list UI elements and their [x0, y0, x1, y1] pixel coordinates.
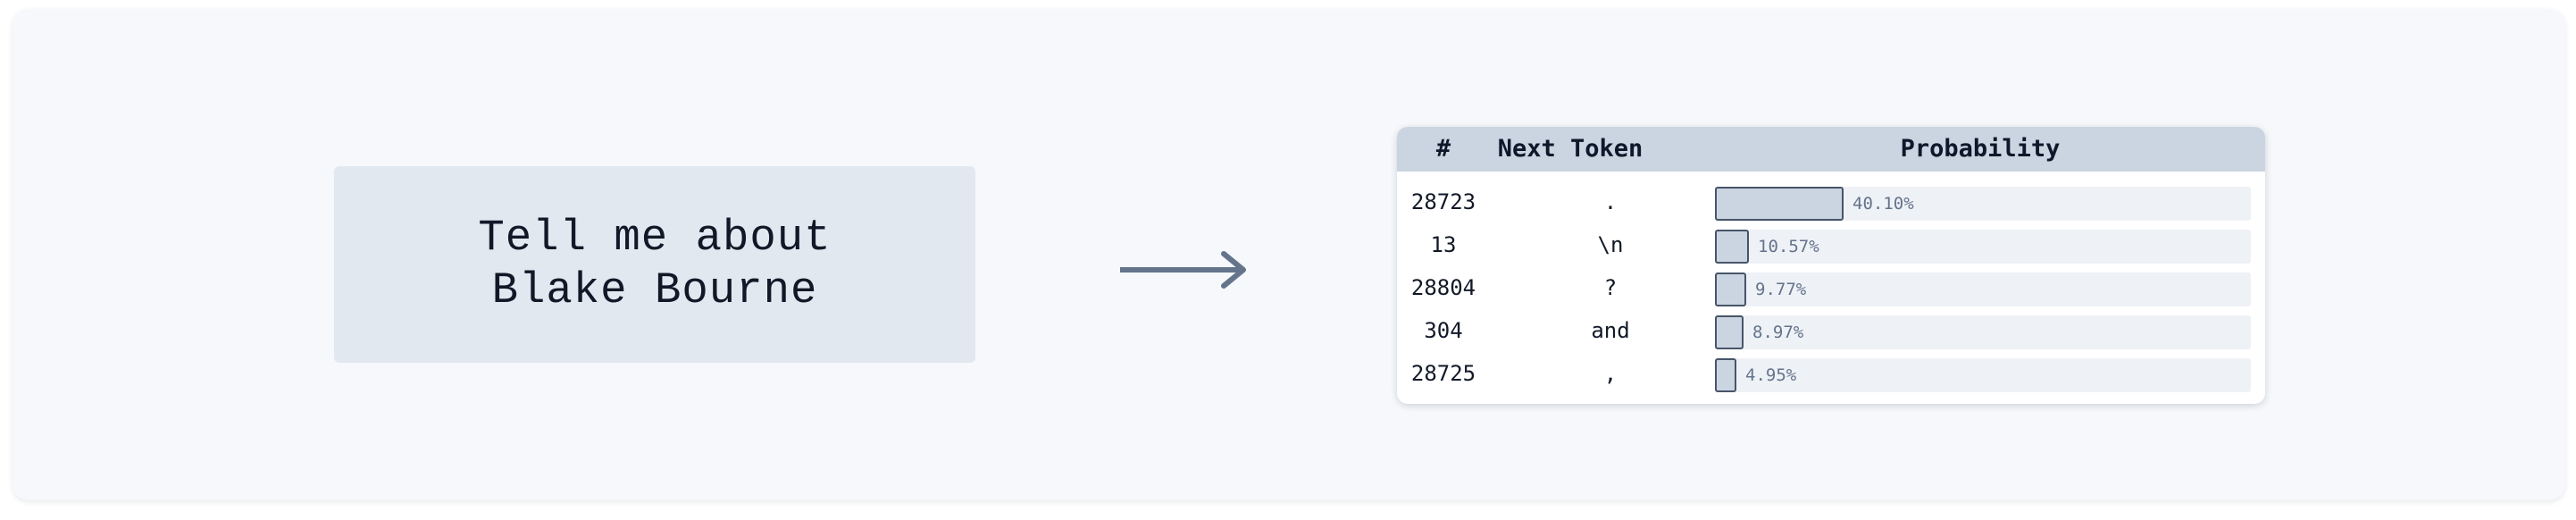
header-token: Next Token [1497, 135, 1643, 163]
header-probability: Probability [1900, 135, 2061, 163]
next-token: , [1603, 361, 1618, 386]
probability-bar-track: 10.57% [1715, 230, 2251, 264]
table-row: 28804? 9.77% [1397, 266, 2265, 309]
table-row: 13 \n 10.57% [1397, 223, 2265, 266]
probability-bar [1715, 358, 1736, 392]
table-row: 28725, 4.95% [1397, 352, 2265, 395]
prompt-line-2: Blake Bourne [491, 265, 818, 315]
probability-bar [1715, 273, 1746, 306]
canvas: Tell me about Blake Bourne # Next Token … [13, 9, 2565, 500]
next-token: and [1591, 318, 1630, 343]
next-token: \n [1597, 232, 1624, 257]
table-header: # Next Token Probability [1397, 127, 2265, 172]
probability-bar [1715, 315, 1744, 349]
token-id: 28723 [1410, 189, 1476, 214]
token-id: 28725 [1410, 361, 1476, 386]
token-id: 28804 [1410, 275, 1476, 300]
probability-label: 10.57% [1758, 237, 1819, 256]
probability-bar [1715, 230, 1749, 264]
probability-bar [1715, 187, 1844, 221]
arrow-right-icon [1120, 251, 1246, 289]
probability-label: 40.10% [1853, 194, 1914, 214]
next-token: . [1603, 189, 1618, 214]
table-body: 28723. 40.10% 13 \n 10.57% 28804? 9.77% 304 and 8… [1397, 180, 2265, 395]
probability-label: 8.97% [1752, 323, 1804, 342]
prompt-line-1: Tell me about [478, 213, 832, 263]
probability-bar-track: 4.95% [1715, 358, 2251, 392]
probability-bar-track: 8.97% [1715, 315, 2251, 349]
table-row: 304 and 8.97% [1397, 309, 2265, 352]
token-id: 13 [1430, 232, 1457, 257]
next-token-table: # Next Token Probability 28723. 40.10% 13 \… [1397, 127, 2265, 404]
prompt-text: Tell me about Blake Bourne [478, 212, 831, 317]
header-rank: # [1435, 135, 1451, 163]
prompt-box: Tell me about Blake Bourne [334, 166, 975, 363]
probability-bar-track: 9.77% [1715, 273, 2251, 306]
table-row: 28723. 40.10% [1397, 180, 2265, 223]
probability-label: 9.77% [1755, 280, 1807, 299]
token-id: 304 [1424, 318, 1463, 343]
probability-bar-track: 40.10% [1715, 187, 2251, 221]
probability-label: 4.95% [1745, 365, 1797, 385]
next-token: ? [1603, 275, 1618, 300]
